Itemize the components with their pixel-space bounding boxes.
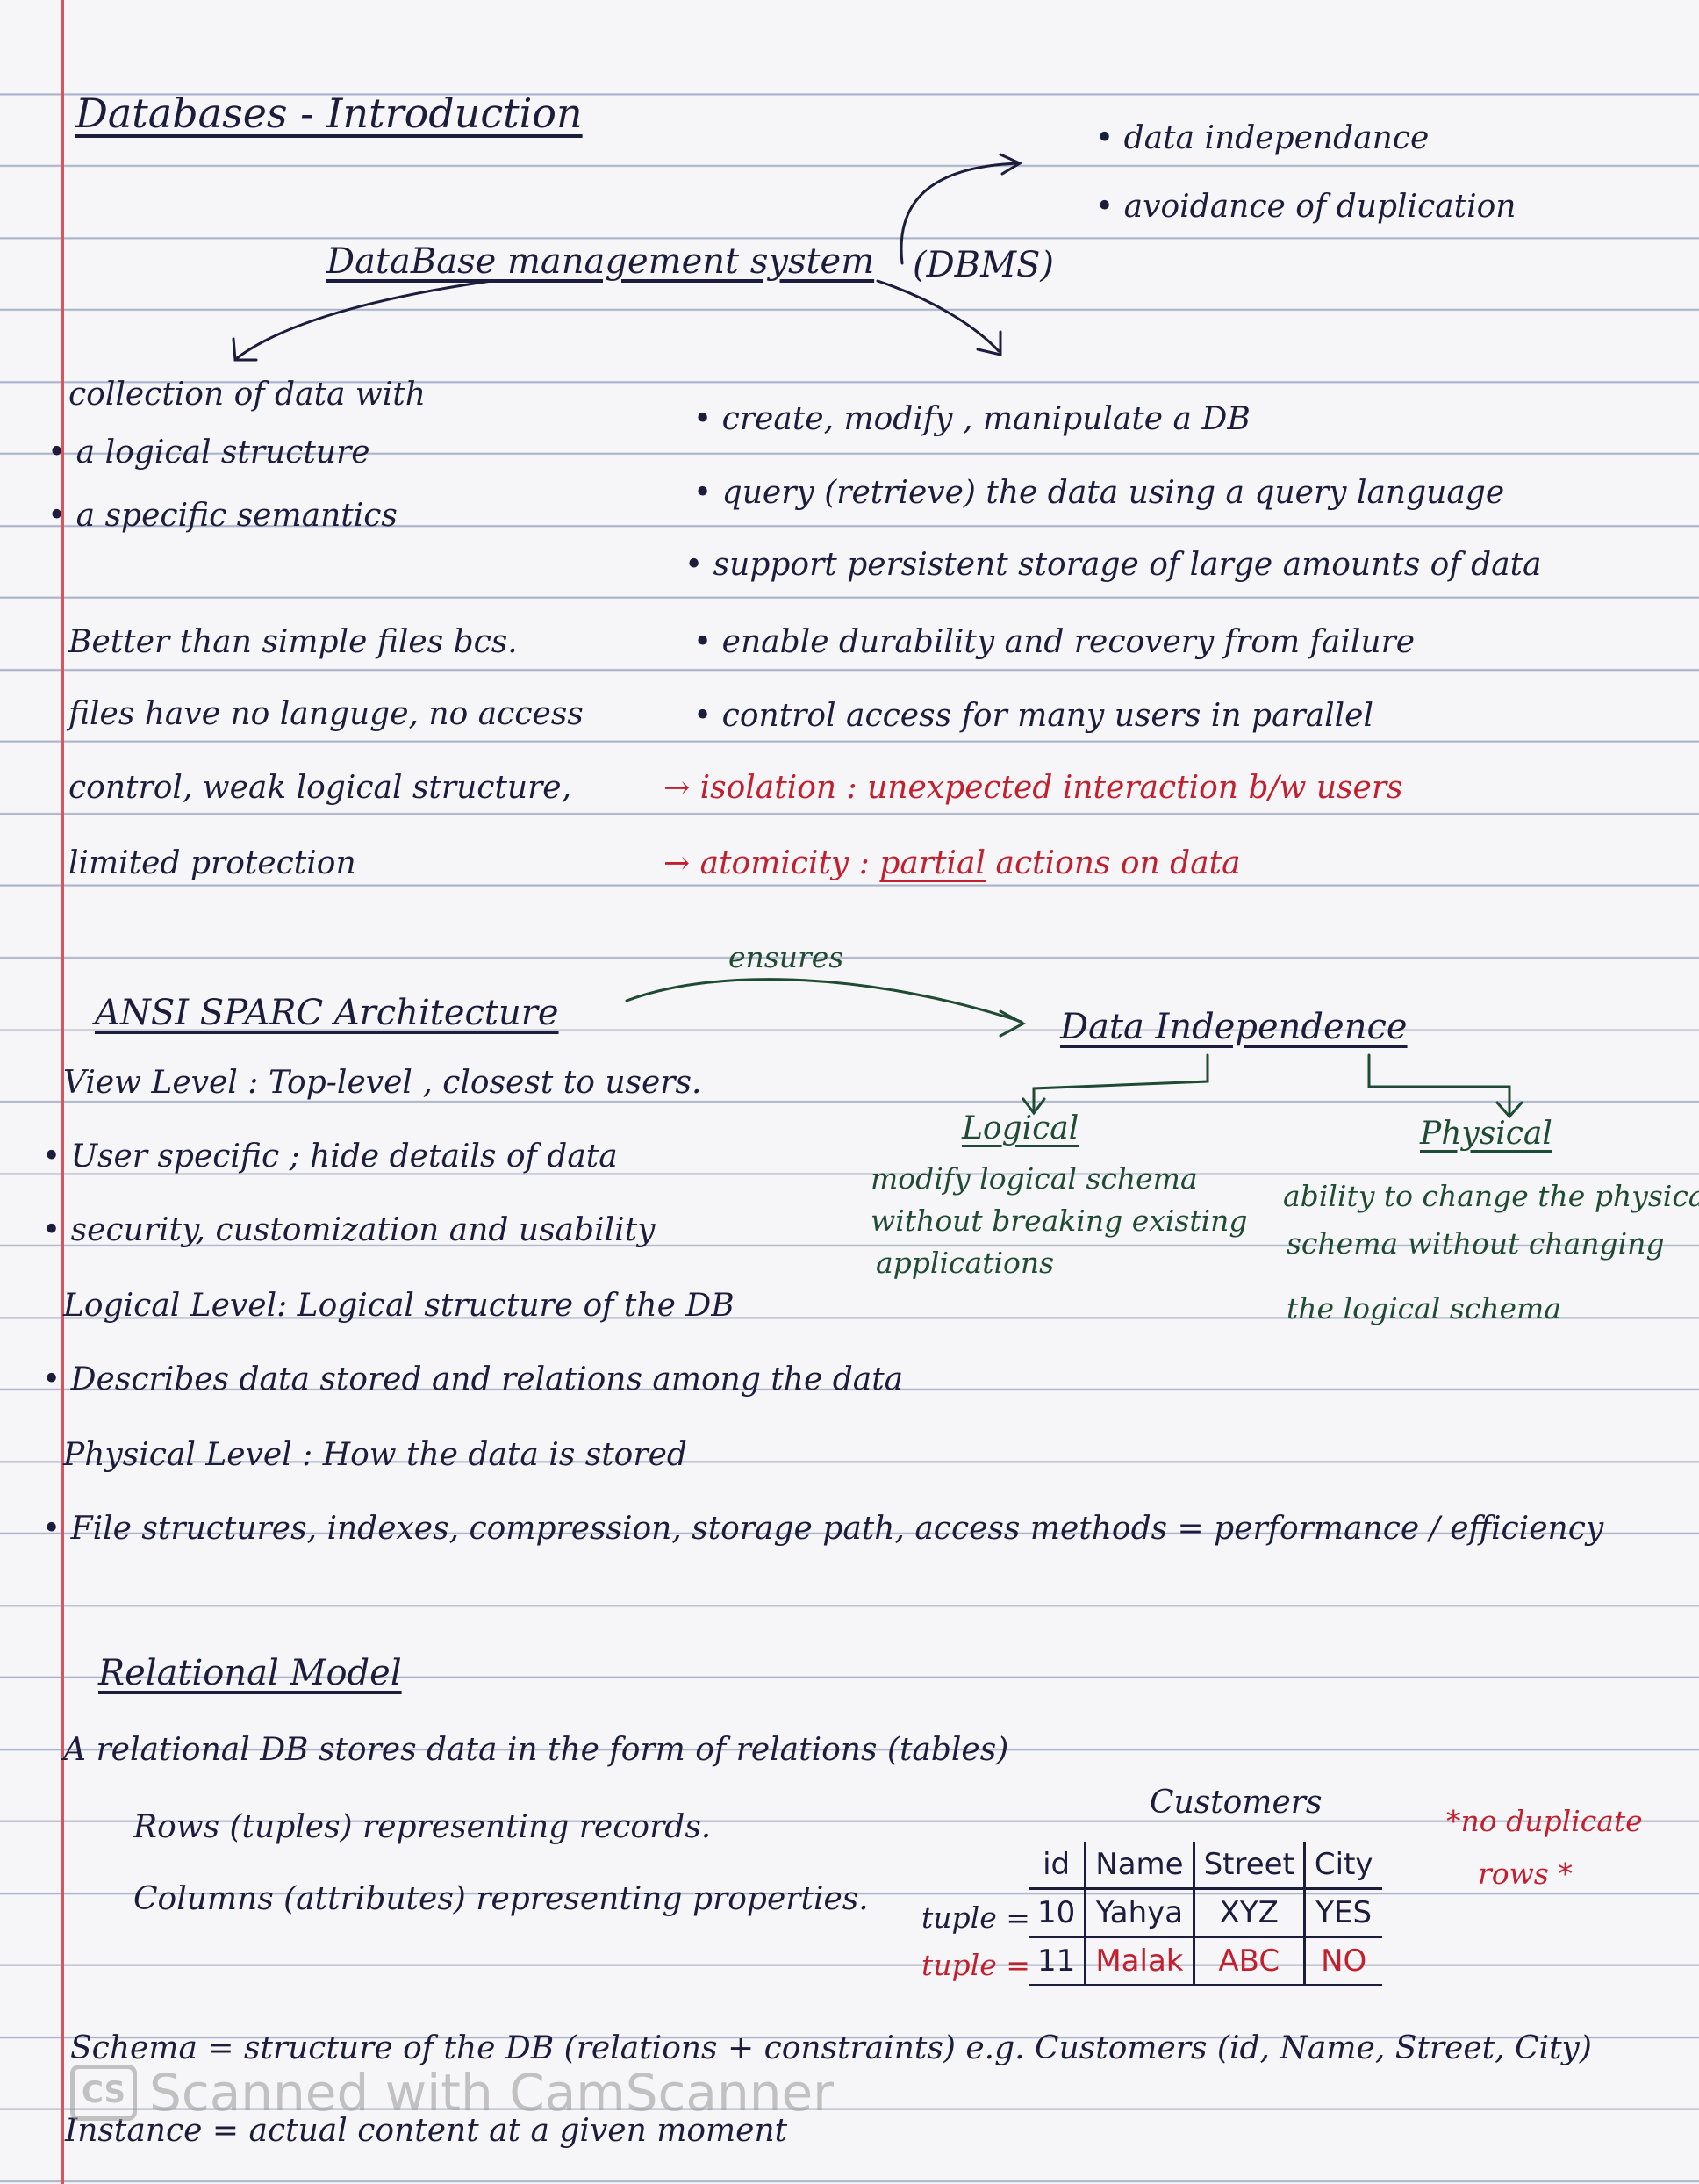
- isolation-note: → isolation : unexpected interaction b/w…: [663, 770, 1403, 806]
- dbms-feature-1: • data independance: [1095, 120, 1430, 156]
- atomicity-rest: actions on data: [986, 845, 1241, 881]
- dbms-left-2: • a logical structure: [47, 435, 370, 471]
- column-header: City: [1302, 1842, 1382, 1890]
- logical-desc-3: applications: [876, 1246, 1055, 1280]
- dbms-left-1: collection of data with: [68, 377, 426, 413]
- dbms-right-5: • control access for many users in paral…: [693, 698, 1373, 734]
- logical-desc-2: without breaking existing: [871, 1203, 1248, 1238]
- camscanner-logo-icon: CS: [70, 2065, 137, 2121]
- dbms-left-7: limited protection: [68, 845, 356, 881]
- relational-heading: Relational Model: [98, 1653, 402, 1693]
- tuple-label-1: tuple =: [921, 1900, 1030, 1935]
- logical-label: Logical: [962, 1110, 1079, 1146]
- table-cell: Malak: [1084, 1936, 1195, 1986]
- dbms-acronym: (DBMS): [913, 245, 1055, 285]
- dbms-right-2: • query (retrieve) the data using a quer…: [693, 475, 1505, 511]
- no-duplicate-note-1: *no duplicate: [1446, 1804, 1643, 1838]
- ensures-label: ensures: [728, 940, 844, 974]
- dbms-right-4: • enable durability and recovery from fa…: [693, 624, 1416, 660]
- table-title: Customers: [1150, 1785, 1323, 1821]
- table-cell: 10: [1029, 1887, 1087, 1938]
- watermark-text: Scanned with CamScanner: [149, 2063, 835, 2123]
- ansi-line-2: • User specific ; hide details of data: [42, 1139, 618, 1175]
- table-cell: Yahya: [1084, 1887, 1195, 1938]
- instance-definition: Instance = actual content at a given mom…: [65, 2113, 788, 2149]
- ansi-line-3: • security, customization and usability: [42, 1212, 656, 1248]
- table-cell: YES: [1302, 1887, 1382, 1938]
- table-cell: 11: [1029, 1936, 1087, 1986]
- relational-line-2: Rows (tuples) representing records.: [133, 1809, 712, 1845]
- no-duplicate-note-2: rows *: [1478, 1857, 1573, 1891]
- column-header: Street: [1192, 1842, 1306, 1890]
- physical-desc-3: the logical schema: [1287, 1291, 1562, 1325]
- dbms-left-3: • a specific semantics: [47, 498, 398, 534]
- table-cell: XYZ: [1192, 1887, 1306, 1938]
- physical-desc-1: ability to change the physical: [1283, 1179, 1699, 1213]
- dbms-right-3: • support persistent storage of large am…: [685, 547, 1542, 583]
- dbms-feature-2: • avoidance of duplication: [1095, 189, 1516, 225]
- logical-desc-1: modify logical schema: [871, 1161, 1198, 1196]
- ansi-line-6: Physical Level : How the data is stored: [63, 1437, 687, 1473]
- ansi-line-4: Logical Level: Logical structure of the …: [63, 1288, 735, 1324]
- schema-definition: Schema = structure of the DB (relations …: [70, 2030, 1592, 2066]
- dbms-heading: DataBase management system: [326, 241, 875, 282]
- data-independence-heading: Data Independence: [1060, 1007, 1408, 1047]
- dbms-left-5: files have no languge, no access: [68, 696, 584, 732]
- dbms-left-4: Better than simple files bcs.: [68, 624, 518, 660]
- relational-line-1: A relational DB stores data in the form …: [63, 1732, 1009, 1768]
- table-cell: NO: [1302, 1936, 1382, 1986]
- dbms-right-1: • create, modify , manipulate a DB: [693, 401, 1251, 437]
- ansi-line-5: • Describes data stored and relations am…: [42, 1361, 904, 1397]
- camscanner-watermark: CS Scanned with CamScanner: [70, 2063, 834, 2123]
- ansi-line-7: • File structures, indexes, compression,…: [42, 1511, 1604, 1547]
- atomicity-partial: partial: [879, 845, 986, 881]
- table-header-row: id Name Street City: [1029, 1842, 1382, 1890]
- ansi-line-1: View Level : Top-level , closest to user…: [63, 1065, 702, 1101]
- atomicity-prefix: → atomicity :: [663, 845, 880, 881]
- table-row: 10 Yahya XYZ YES: [1029, 1887, 1382, 1938]
- page-title: Databases - Introduction: [75, 90, 583, 137]
- relational-line-3: Columns (attributes) representing proper…: [133, 1881, 869, 1917]
- table-row: 11 Malak ABC NO: [1029, 1936, 1382, 1986]
- tuple-label-2: tuple =: [921, 1948, 1030, 1982]
- table-cell: ABC: [1192, 1936, 1306, 1986]
- margin-line: [61, 0, 64, 2184]
- dbms-left-6: control, weak logical structure,: [68, 770, 572, 806]
- column-header: Name: [1084, 1842, 1195, 1890]
- physical-desc-2: schema without changing: [1287, 1226, 1665, 1261]
- customers-table: id Name Street City 10 Yahya XYZ YES 11 …: [1029, 1842, 1382, 1986]
- column-header: id: [1029, 1842, 1087, 1890]
- physical-label: Physical: [1420, 1116, 1552, 1152]
- ansi-heading: ANSI SPARC Architecture: [95, 993, 559, 1033]
- atomicity-note: → atomicity : partial actions on data: [663, 848, 1241, 880]
